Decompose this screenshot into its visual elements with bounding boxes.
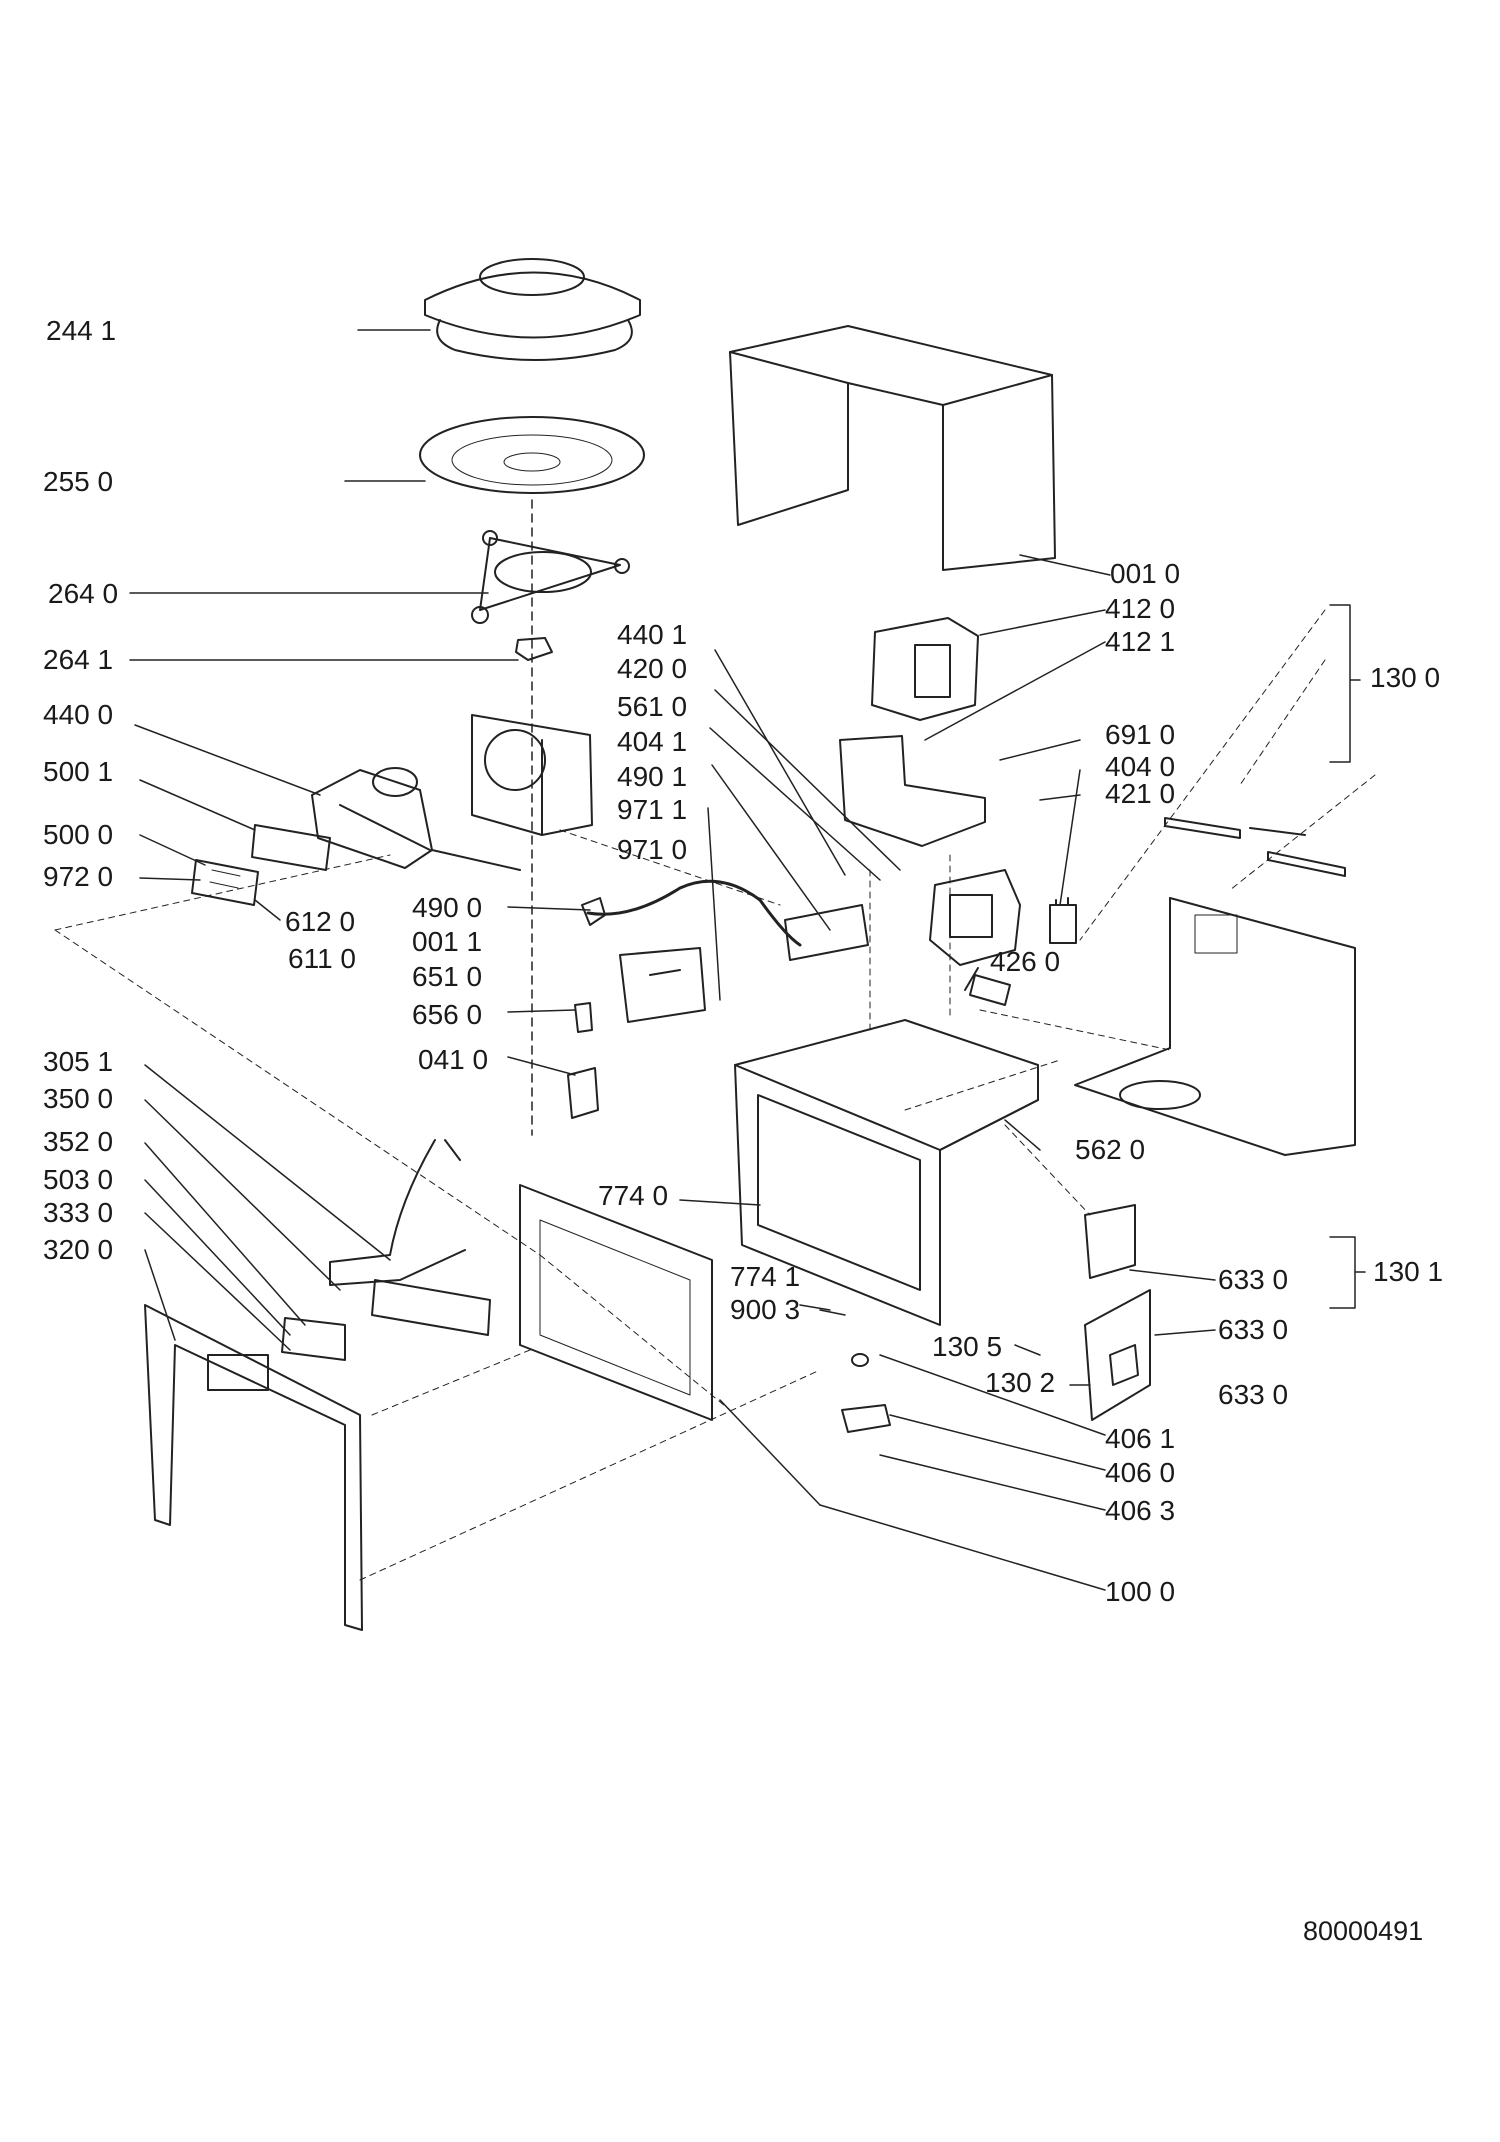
part-label-412-0: 412 0 (1105, 593, 1176, 624)
outer-casing-part (729, 325, 1056, 571)
fuse-holder-part (574, 1002, 593, 1033)
turntable-cover-part (424, 258, 641, 361)
part-label-406-1: 406 1 (1105, 1423, 1176, 1454)
part-label-264-1: 264 1 (43, 644, 114, 675)
part-label-130-0: 130 0 (1370, 662, 1441, 693)
glass-turntable-plate-part (419, 416, 645, 494)
heat-shield-part (839, 735, 986, 847)
part-label-691-0: 691 0 (1105, 719, 1176, 750)
part-label-244-1: 244 1 (46, 315, 117, 346)
keypad-board-part (371, 1279, 491, 1336)
part-label-500-1: 500 1 (43, 756, 114, 787)
part-label-900-3: 900 3 (730, 1294, 801, 1325)
part-label-971-1: 971 1 (617, 794, 688, 825)
part-label-561-0: 561 0 (617, 691, 688, 722)
group-brackets (1329, 604, 1366, 1309)
part-label-611-0: 611 0 (288, 943, 356, 974)
assembly-guides (54, 609, 1376, 1581)
flex-cable-part (329, 1139, 466, 1286)
part-label-412-1: 412 1 (1105, 626, 1176, 657)
capacitor-part (1049, 897, 1077, 944)
door-latch-part (1084, 1204, 1136, 1279)
waveguide-cover-part (784, 904, 869, 961)
part-label-972-0: 972 0 (43, 861, 114, 892)
part-label-651-0: 651 0 (412, 961, 483, 992)
door-part (519, 1184, 713, 1421)
part-label-562-0: 562 0 (1075, 1134, 1146, 1165)
part-label-130-1: 130 1 (1373, 1256, 1444, 1287)
roller-ring-part (471, 530, 630, 624)
part-label-333-0: 333 0 (43, 1197, 114, 1228)
part-label-406-3: 406 3 (1105, 1495, 1176, 1526)
part-label-255-0: 255 0 (43, 466, 114, 497)
part-label-320-0: 320 0 (43, 1234, 114, 1265)
control-board-part (191, 824, 331, 906)
part-label-490-0: 490 0 (412, 892, 483, 923)
part-label-100-0: 100 0 (1105, 1576, 1176, 1607)
cover-plate-part (619, 947, 706, 1023)
part-label-404-1: 404 1 (617, 726, 688, 757)
magnetron-part (871, 617, 979, 721)
drive-coupler-part (515, 637, 553, 661)
part-label-503-0: 503 0 (43, 1164, 114, 1195)
part-label-001-1: 001 1 (412, 926, 483, 957)
part-label-656-0: 656 0 (412, 999, 483, 1030)
part-label-500-0: 500 0 (43, 819, 114, 850)
part-label-130-2: 130 2 (985, 1367, 1056, 1398)
part-label-404-0: 404 0 (1105, 751, 1176, 782)
part-label-633-0-middle: 633 0 (1218, 1314, 1289, 1345)
part-label-350-0: 350 0 (43, 1083, 114, 1114)
part-label-426-0: 426 0 (990, 946, 1061, 977)
part-label-633-0-lower: 633 0 (1218, 1379, 1289, 1410)
part-label-421-0: 421 0 (1105, 778, 1176, 809)
switch-block-part (281, 1317, 346, 1361)
part-label-490-1: 490 1 (617, 761, 688, 792)
part-label-305-1: 305 1 (43, 1046, 114, 1077)
guide-rail-part (1164, 817, 1346, 877)
part-label-633-0-upper: 633 0 (1218, 1264, 1289, 1295)
part-label-041-0: 041 0 (418, 1044, 489, 1075)
part-label-406-0: 406 0 (1105, 1457, 1176, 1488)
main-chassis-part (734, 1019, 1039, 1326)
leader-lines (129, 329, 1216, 1591)
document-number: 80000491 (1303, 1916, 1424, 1946)
part-label-352-0: 352 0 (43, 1126, 114, 1157)
fan-motor-part (311, 767, 521, 871)
part-label-264-0: 264 0 (48, 578, 119, 609)
part-label-774-0: 774 0 (598, 1180, 669, 1211)
front-frame-part (144, 1304, 363, 1631)
diode-part (964, 967, 1011, 1006)
part-label-440-0: 440 0 (43, 699, 114, 730)
part-label-130-5: 130 5 (932, 1331, 1003, 1362)
part-label-971-0: 971 0 (617, 834, 688, 865)
mains-plug-part (581, 897, 606, 926)
stirrer-motor-part (841, 1353, 891, 1433)
wiring-harness-part (586, 879, 802, 947)
part-label-612-0: 612 0 (285, 906, 356, 937)
fan-shroud-part (471, 714, 593, 836)
part-label-420-0: 420 0 (617, 653, 688, 684)
microswitch-assembly-part (1084, 1289, 1151, 1421)
part-label-001-0: 001 0 (1110, 558, 1181, 589)
part-label-774-1: 774 1 (730, 1261, 801, 1292)
rear-cavity-part (1074, 897, 1356, 1156)
part-label-440-1: 440 1 (617, 619, 688, 650)
mounting-bracket-part (567, 1067, 599, 1119)
